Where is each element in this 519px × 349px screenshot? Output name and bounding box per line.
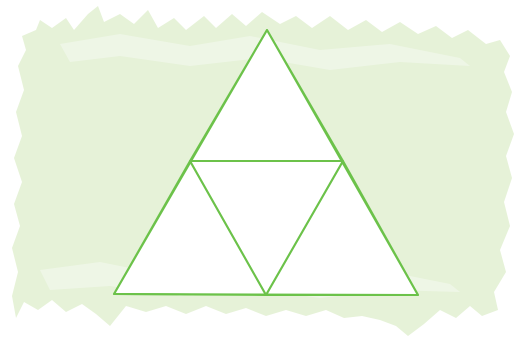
diagram-canvas [0,0,519,349]
